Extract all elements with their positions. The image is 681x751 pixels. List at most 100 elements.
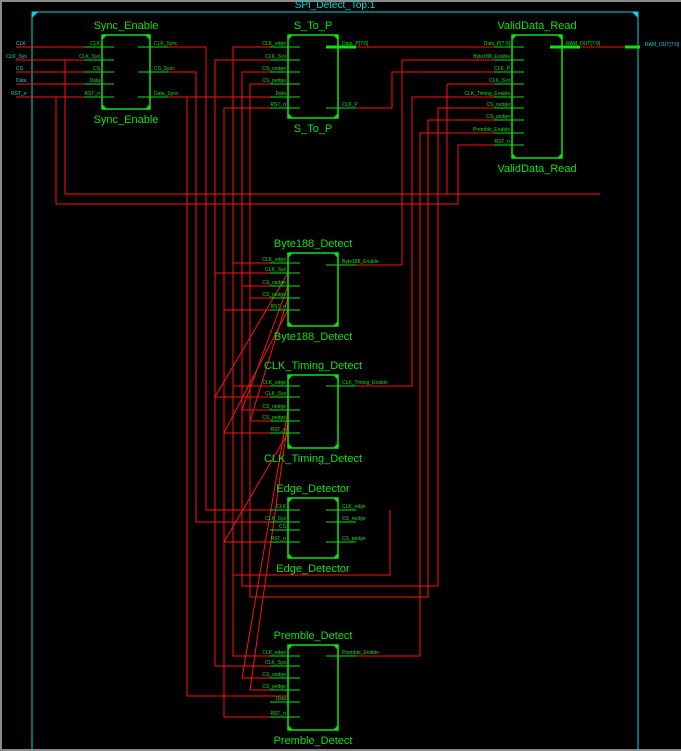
top-module: SPI_Detect_Top:1 xyxy=(31,0,639,751)
pin-label: CLK_Sync xyxy=(154,41,178,47)
block-body[interactable] xyxy=(287,34,339,119)
block-title: CLK_Timing_Detect xyxy=(264,360,362,372)
top-module-title: SPI_Detect_Top:1 xyxy=(295,0,376,11)
block-title-bottom: CLK_Timing_Detect xyxy=(264,453,362,465)
pin-label: CLK_P xyxy=(342,102,359,108)
blocks: Sync_EnableSync_EnableCLKCLK_SysCSDataRS… xyxy=(79,20,601,747)
corner-mark xyxy=(288,725,293,730)
block-title: Byte188_Detect xyxy=(274,238,352,250)
pin-label: CLK xyxy=(90,41,100,47)
block-title-bottom: Edge_Detector xyxy=(276,563,350,575)
pin-label: CS_pedge xyxy=(262,78,286,84)
block-title: ValidData_Read xyxy=(497,20,576,32)
pin-label: CS_nedge xyxy=(262,66,286,72)
pin-label: CLK_P xyxy=(494,66,511,72)
wire-data-sync xyxy=(160,96,288,697)
block-title: Edge_Detector xyxy=(276,483,350,495)
pin-label: CS xyxy=(279,524,287,530)
pin-label: CLK_Sys xyxy=(265,391,286,397)
pin-label: CS_nedge xyxy=(262,404,286,410)
block-sync-enable[interactable]: Sync_EnableSync_EnableCLKCLK_SysCSDataRS… xyxy=(79,20,179,126)
pin-label: CS_pedge xyxy=(486,114,510,120)
pin-label: CLK xyxy=(276,504,286,510)
block-edge-detector[interactable]: Edge_DetectorEdge_DetectorCLKCLK_SysCSRS… xyxy=(265,483,366,575)
corner-mark xyxy=(102,35,107,40)
pin-label: Premble_Enable xyxy=(473,127,510,133)
pin-label: CLK_Sys xyxy=(79,54,100,60)
block-validdata-read[interactable]: ValidData_ReadValidData_ReadData_P[7:0]B… xyxy=(464,20,600,175)
top-module-border xyxy=(31,11,639,751)
corner-mark xyxy=(288,253,293,258)
corner-mark xyxy=(333,321,338,326)
corner-mark xyxy=(333,645,338,650)
corner-mark xyxy=(145,104,150,109)
wires xyxy=(16,46,640,718)
block-title-bottom: Sync_Enable xyxy=(94,114,159,126)
corner-mark xyxy=(333,498,338,503)
io-clk: CLK xyxy=(16,41,26,47)
corner-mark xyxy=(288,375,293,380)
pin-label: CLK_edge xyxy=(262,650,286,656)
corner-mark xyxy=(288,443,293,448)
pin-label: RST_n xyxy=(270,102,286,108)
pin-label: CLK_Sys xyxy=(489,78,510,84)
io-rst-n: RST_n xyxy=(11,91,27,97)
block-s-to-p[interactable]: S_To_PS_To_PCLK_edgeCLK_SysCS_nedgeCS_pe… xyxy=(262,20,369,135)
block-title: S_To_P xyxy=(294,20,333,32)
pin-label: CS_nedge xyxy=(262,280,286,286)
wire-clk-p xyxy=(340,71,520,109)
corner-mark xyxy=(145,35,150,40)
block-title-bottom: S_To_P xyxy=(294,123,333,135)
block-body[interactable] xyxy=(287,252,339,327)
pin-label: CS_pedge xyxy=(262,292,286,298)
pin-label: RST_n xyxy=(270,711,286,717)
block-premble-detect[interactable]: Premble_DetectPremble_DetectCLK_edgeCLK_… xyxy=(262,630,379,747)
block-title: Premble_Detect xyxy=(274,630,353,642)
pin-label: RST_n xyxy=(494,139,510,145)
wire-cs-nedge-taps xyxy=(241,285,289,679)
pin-label: CLK_edge xyxy=(262,380,286,386)
wire-rst-bus xyxy=(55,97,520,205)
pin-label: CLK_edge xyxy=(342,504,366,510)
pin-label: CS_nedge xyxy=(262,672,286,678)
corner-mark xyxy=(632,12,638,18)
pin-label: Byte188_Enable xyxy=(342,259,379,265)
corner-mark xyxy=(333,443,338,448)
pin-label: RST_n xyxy=(270,427,286,433)
block-clk-timing-detect[interactable]: CLK_Timing_DetectCLK_Timing_DetectCLK_ed… xyxy=(262,360,388,465)
pin-label: Data xyxy=(275,696,286,702)
pin-label: CLK_Timing_Enable xyxy=(464,91,510,97)
pin-label: Premble_Enable xyxy=(342,650,379,656)
pin-label: RST_n xyxy=(270,304,286,310)
corner-mark xyxy=(288,113,293,118)
pin-label: Data_Sync xyxy=(154,91,179,97)
pin-label: CLK_Sys xyxy=(265,267,286,273)
pin-label: RAM_OUT[7:0] xyxy=(566,41,601,47)
wire-clk-edge-main xyxy=(232,46,288,657)
pin-label: CS_Sync xyxy=(154,66,175,72)
pin-label: CLK_Timing_Enable xyxy=(342,380,388,386)
pin-label: RST_n xyxy=(270,536,286,542)
pin-label: RST_n xyxy=(84,91,100,97)
corner-mark xyxy=(512,35,517,40)
block-body[interactable] xyxy=(287,644,339,731)
corner-mark xyxy=(288,498,293,503)
block-body[interactable] xyxy=(287,497,339,559)
wire-clk-timing-enable xyxy=(340,96,520,387)
pin-label: CS_pedge xyxy=(342,536,366,542)
corner-mark xyxy=(288,553,293,558)
corner-mark xyxy=(333,35,338,40)
pin-label: CS_pedge xyxy=(262,415,286,421)
corner-mark xyxy=(333,725,338,730)
corner-mark xyxy=(333,253,338,258)
pin-label: Data_P[7:0] xyxy=(342,41,369,47)
corner-mark xyxy=(32,12,38,18)
block-body[interactable] xyxy=(287,374,339,449)
wire-byte188-enable xyxy=(340,59,520,266)
block-title-bottom: ValidData_Read xyxy=(497,163,576,175)
pin-label: CS_nedge xyxy=(342,516,366,522)
wire-clk-sys-v xyxy=(214,59,288,667)
block-byte188-detect[interactable]: Byte188_DetectByte188_DetectCLK_edgeCLK_… xyxy=(262,238,379,343)
pin-label: CS_nedge xyxy=(486,102,510,108)
